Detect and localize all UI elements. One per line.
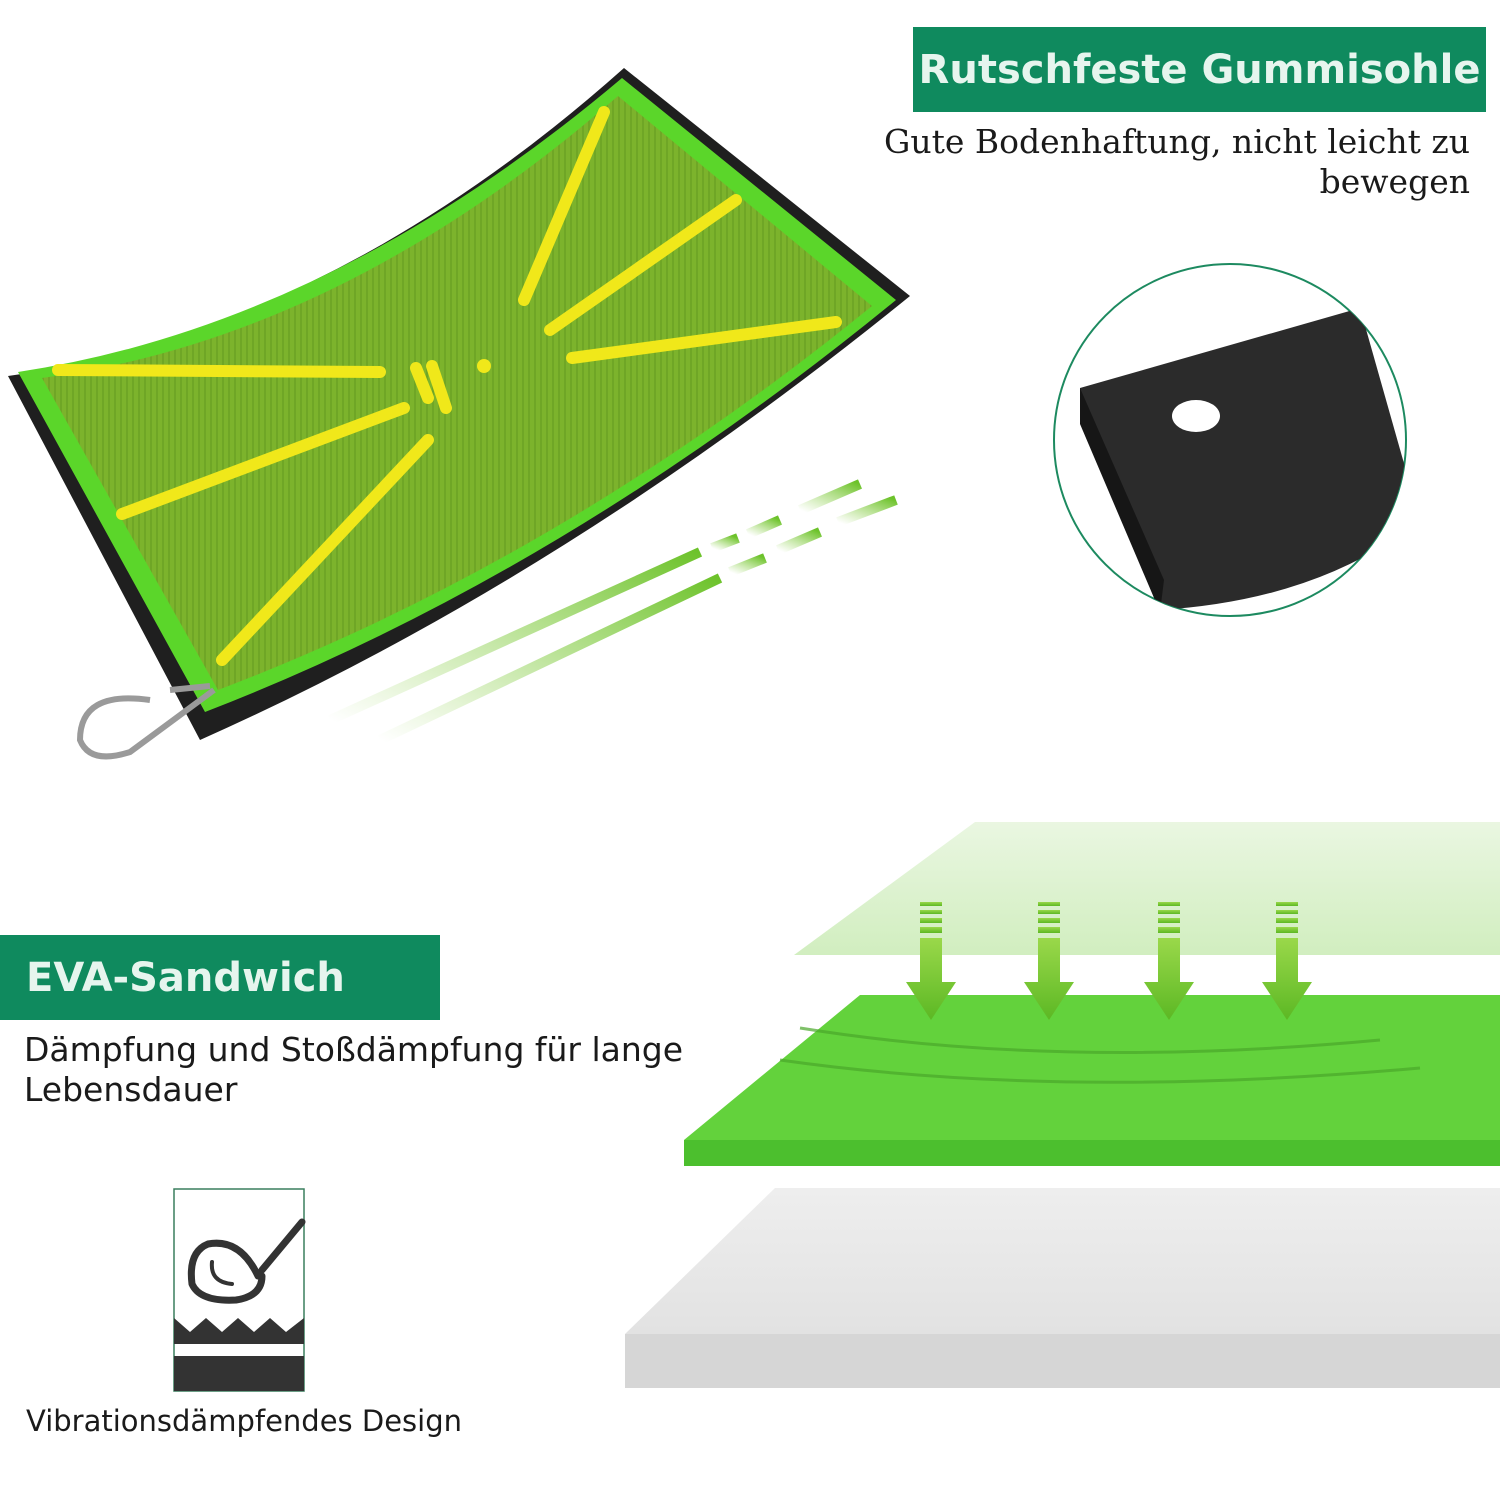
shock-absorb-icon	[174, 1318, 304, 1391]
eva-sandwich-title: EVA-Sandwich	[0, 935, 440, 1020]
arrow-down-icon	[1144, 902, 1194, 1020]
rubber-sole-title: Rutschfeste Gummisohle	[913, 27, 1486, 112]
golf-club-icon	[187, 1218, 306, 1304]
arrow-down-icon	[1024, 902, 1074, 1020]
eva-sandwich-description: Dämpfung und Stoßdämpfung für lange Lebe…	[24, 1030, 684, 1109]
carabiner-icon	[76, 683, 216, 760]
rubber-sole-description: Gute Bodenhaftung, nicht leicht zu beweg…	[884, 122, 1470, 201]
vibration-damping-caption: Vibrationsdämpfendes Design	[26, 1404, 462, 1438]
arrow-down-icon	[906, 902, 956, 1020]
arrow-down-icon	[1262, 902, 1312, 1020]
